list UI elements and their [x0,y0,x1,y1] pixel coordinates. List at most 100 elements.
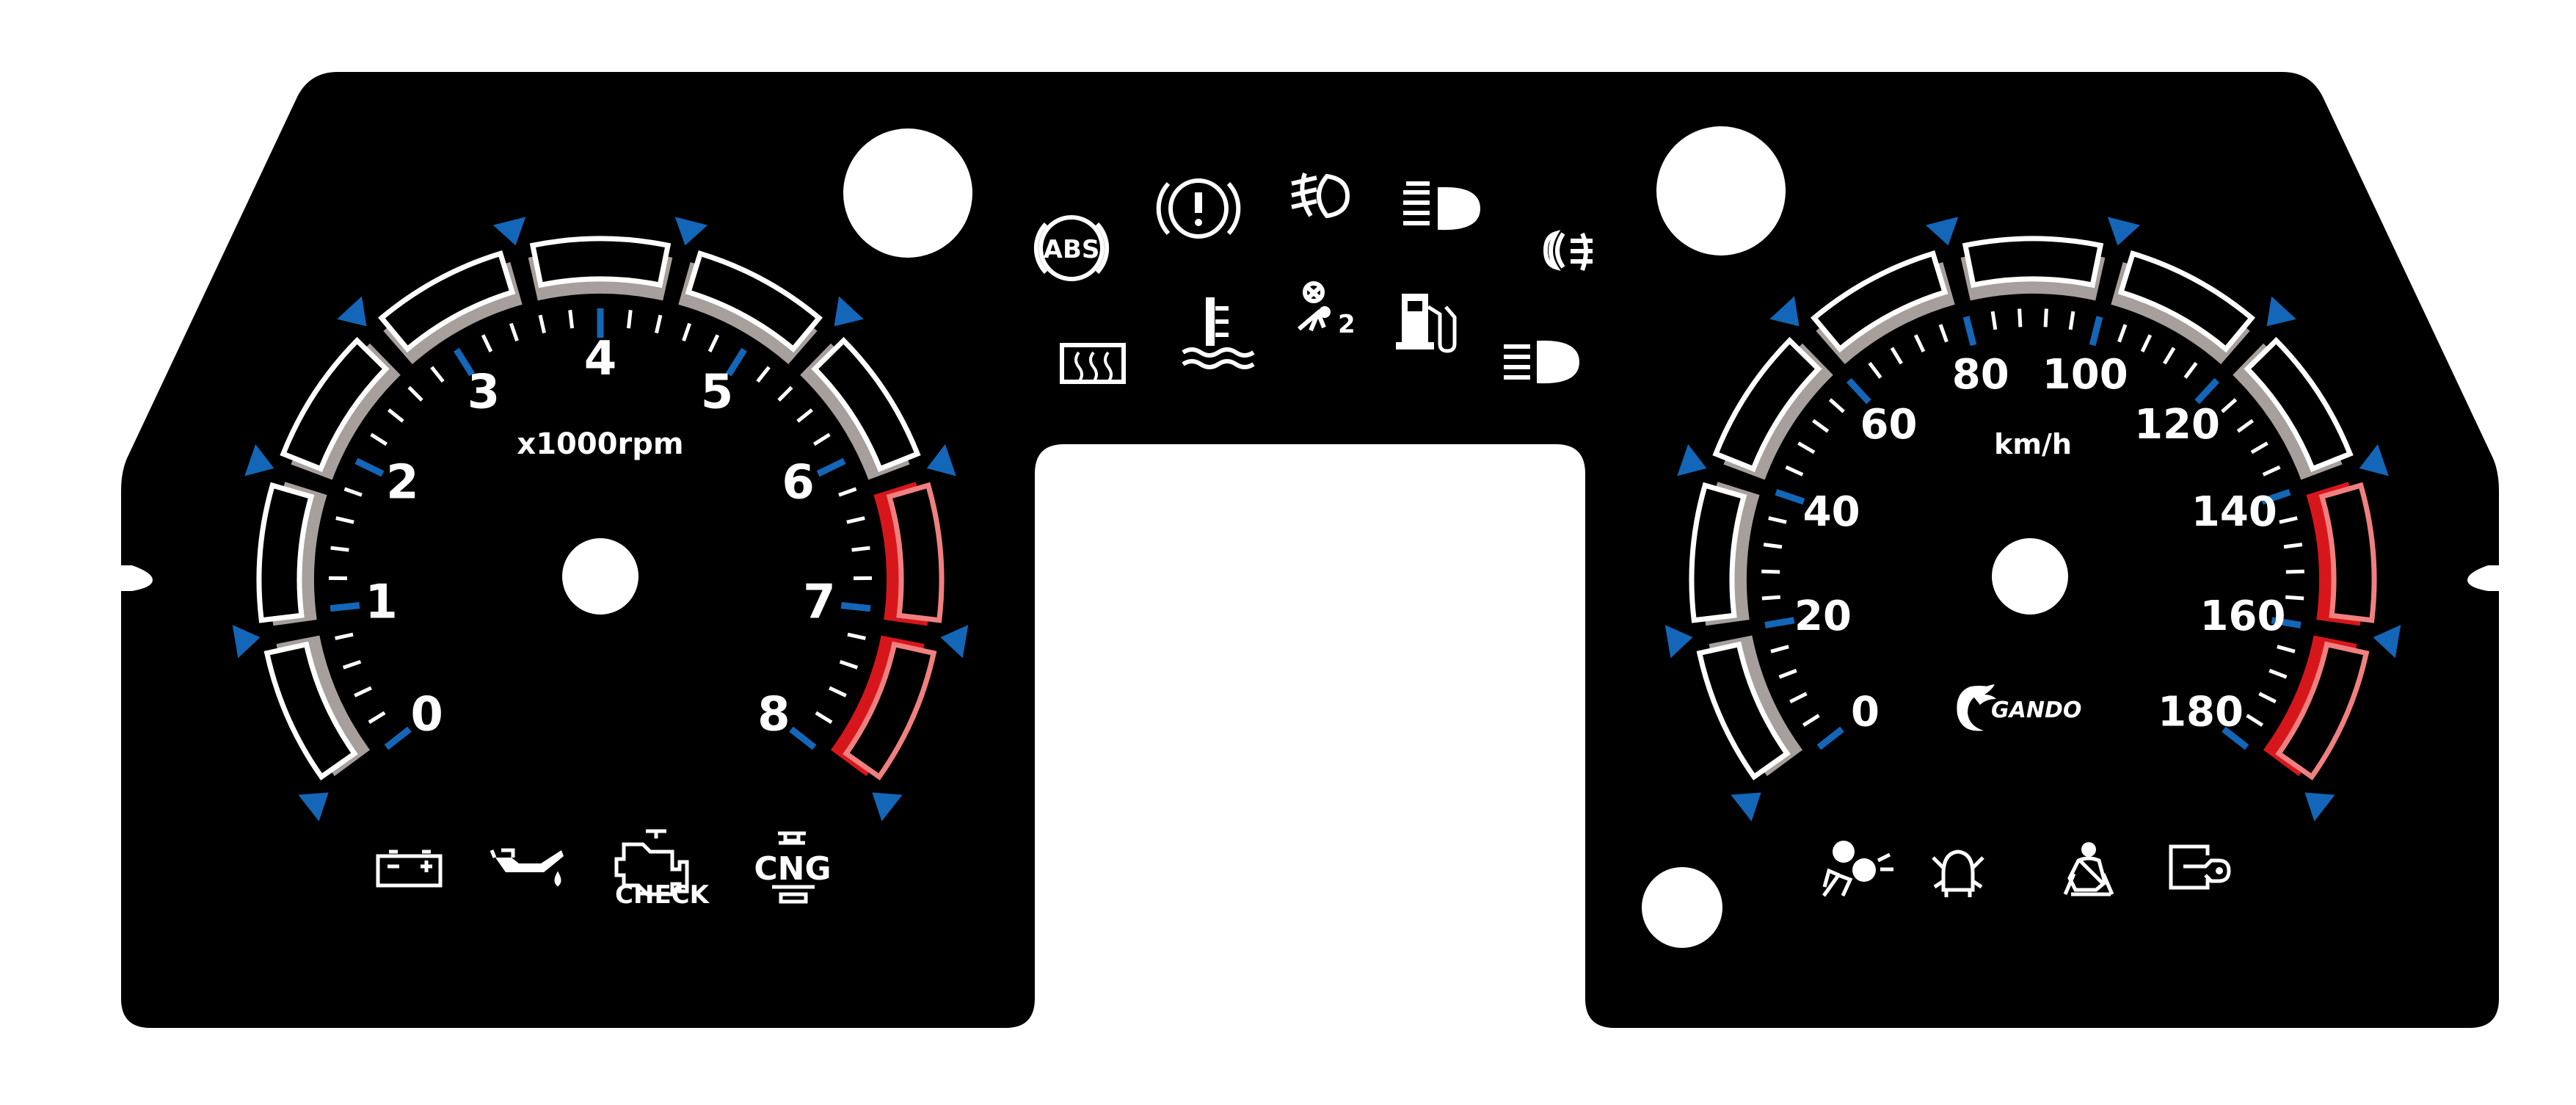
speed-major-tick [2194,377,2220,405]
speed-minor-tick [1868,361,1882,379]
speed-numeral: 20 [1794,593,1852,640]
speed-minor-tick [2285,569,2304,574]
tach-major-tick [454,347,475,377]
tach-segment-marker [872,792,903,822]
tach-segment-marker [926,444,956,477]
airbag-index-label: 2 [1338,310,1356,339]
speed-minor-tick [2163,347,2176,365]
tach-major-tick [816,457,846,477]
tach-major-tick [354,457,385,477]
speed-numeral: 180 [2158,689,2244,736]
speed-bezel-window [2318,482,2377,623]
tach-minor-tick [838,487,857,497]
speed-minor-tick [1789,692,1808,704]
tach-minor-tick [335,632,354,640]
speed-major-tick [2271,617,2302,628]
speed-minor-tick [2068,311,2075,330]
speed-major-tick [2089,316,2103,347]
tach-numeral: 3 [467,366,501,420]
tach-minor-tick [342,659,362,670]
speed-minor-tick [1797,441,1816,454]
speed-numeral: 100 [2042,351,2128,399]
tach-minor-tick [335,516,354,524]
tach-major-tick [384,726,412,750]
tach-bezel-window [886,482,945,623]
speed-minor-tick [1761,569,1780,574]
tach-bezel-window [811,336,921,473]
speed-minor-tick [2262,465,2281,477]
speed-minor-tick [2043,308,2048,327]
tach-minor-tick [846,516,865,524]
tach-segment-marker [940,625,969,659]
speed-numeral: 120 [2134,401,2220,449]
speed-bezel-window [2244,336,2354,473]
speed-minor-tick [2117,324,2128,343]
speed-minor-tick [1812,419,1830,433]
brake-warning-icon [1156,178,1241,239]
speed-bezel-window [2117,250,2256,353]
tach-minor-tick [756,366,771,383]
tach-numeral: 5 [701,366,734,420]
speed-major-tick [1962,316,1977,347]
speed-segment-marker [2359,444,2389,477]
tach-bezel-window [256,482,315,623]
tach-minor-tick [682,322,692,342]
low-beam-icon [1504,340,1580,384]
coolant-temp-icon [1182,297,1255,369]
high-beam-icon [1403,181,1481,231]
tach-minor-tick [568,310,575,329]
mount-hole [1656,126,1786,256]
speed-bezel-window [1962,236,2104,289]
tach-minor-tick [509,322,519,342]
seatbelt-icon [2063,842,2114,896]
speed-major-tick [2260,488,2291,505]
speed-bezel-window [1810,250,1949,353]
speed-segment-marker [2304,792,2335,822]
speed-unit-label: km/h [1994,428,2072,460]
abs-icon: ABS [1033,215,1110,281]
speed-numeral: 160 [2200,593,2286,640]
tach-segment-marker [492,217,526,246]
battery-icon [376,849,443,888]
speed-minor-tick [2258,692,2277,704]
oil-pressure-icon [490,848,564,887]
tach-needle-pivot-hole [562,538,638,615]
speed-bezel-window [1712,336,1822,473]
speed-bezel-window [1689,482,1747,623]
tach-minor-tick [538,314,547,334]
speed-major-tick [1816,726,1844,750]
speed-segment-marker [1731,792,1761,822]
speed-bezel-window [2275,641,2370,780]
tach-honeycomb [286,264,917,778]
gando-logo: GANDO [1957,684,2081,731]
tach-bezel-window [378,250,516,353]
tach-major-tick [840,602,871,612]
tach-minor-tick [847,632,866,640]
tach-numeral: 4 [584,332,617,386]
tach-minor-tick [777,385,793,402]
speed-minor-tick [2285,595,2304,601]
tach-minor-tick [388,408,404,423]
tach-bezel-window [843,641,937,780]
check-engine-icon: CHECK [614,829,710,910]
tach-minor-tick [796,408,813,423]
tach-minor-tick [815,711,833,725]
tach-minor-tick [430,366,445,383]
immobilizer-key-icon [2169,844,2231,890]
tach-minor-tick [654,314,663,334]
speed-minor-tick [2250,441,2268,454]
bottom-right-indicators [1822,841,2231,897]
speed-minor-tick [2279,516,2298,524]
tach-segment-marker [337,296,367,327]
speed-segment-marker [1769,296,1800,327]
cng-label: CNG [754,850,831,888]
speedo-honeycomb [1717,264,2348,778]
rear-defrost-icon [1060,343,1126,384]
tach-minor-tick [343,487,363,497]
speed-minor-tick [1890,347,1903,365]
speed-segment-marker [1925,217,1959,246]
speed-minor-tick [2268,668,2288,679]
speed-minor-tick [1828,398,1845,413]
tach-major-tick [330,602,360,612]
